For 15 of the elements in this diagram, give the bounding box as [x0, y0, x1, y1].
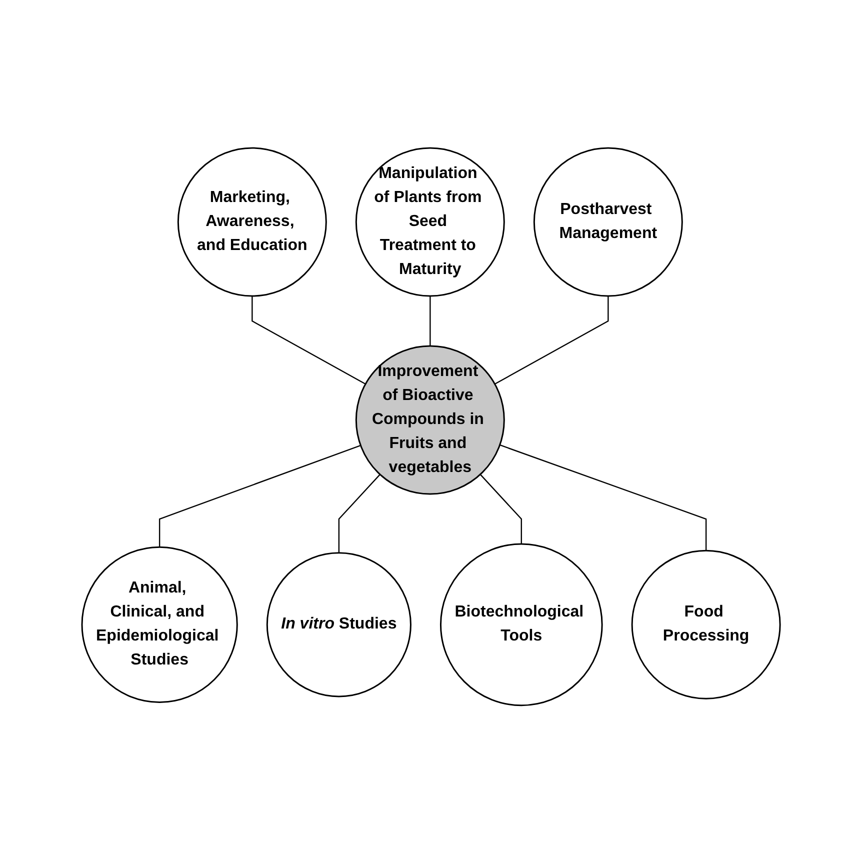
- connector: [430, 296, 432, 346]
- connector: [495, 296, 610, 385]
- node-circle: Postharvest Management: [534, 148, 684, 298]
- node-circle: Marketing, Awareness, and Education: [178, 148, 328, 298]
- connector: [159, 445, 362, 548]
- connector: [480, 474, 522, 544]
- node-circle: Improvement of Bioactive Compounds in Fruits and vegetables: [356, 346, 506, 496]
- node-circle: Animal, Clinical, and Epidemiological Studies: [82, 546, 238, 704]
- connector: [500, 444, 708, 551]
- node-circle: Manipulation of Plants from Seed Treatment to Maturity: [356, 148, 506, 298]
- connector: [338, 474, 381, 554]
- node-circle: Food Processing: [632, 550, 782, 700]
- node-circle: In vitro Studies: [266, 552, 412, 698]
- connector: [252, 296, 366, 385]
- node-circle: Biotechnological Tools: [440, 544, 604, 706]
